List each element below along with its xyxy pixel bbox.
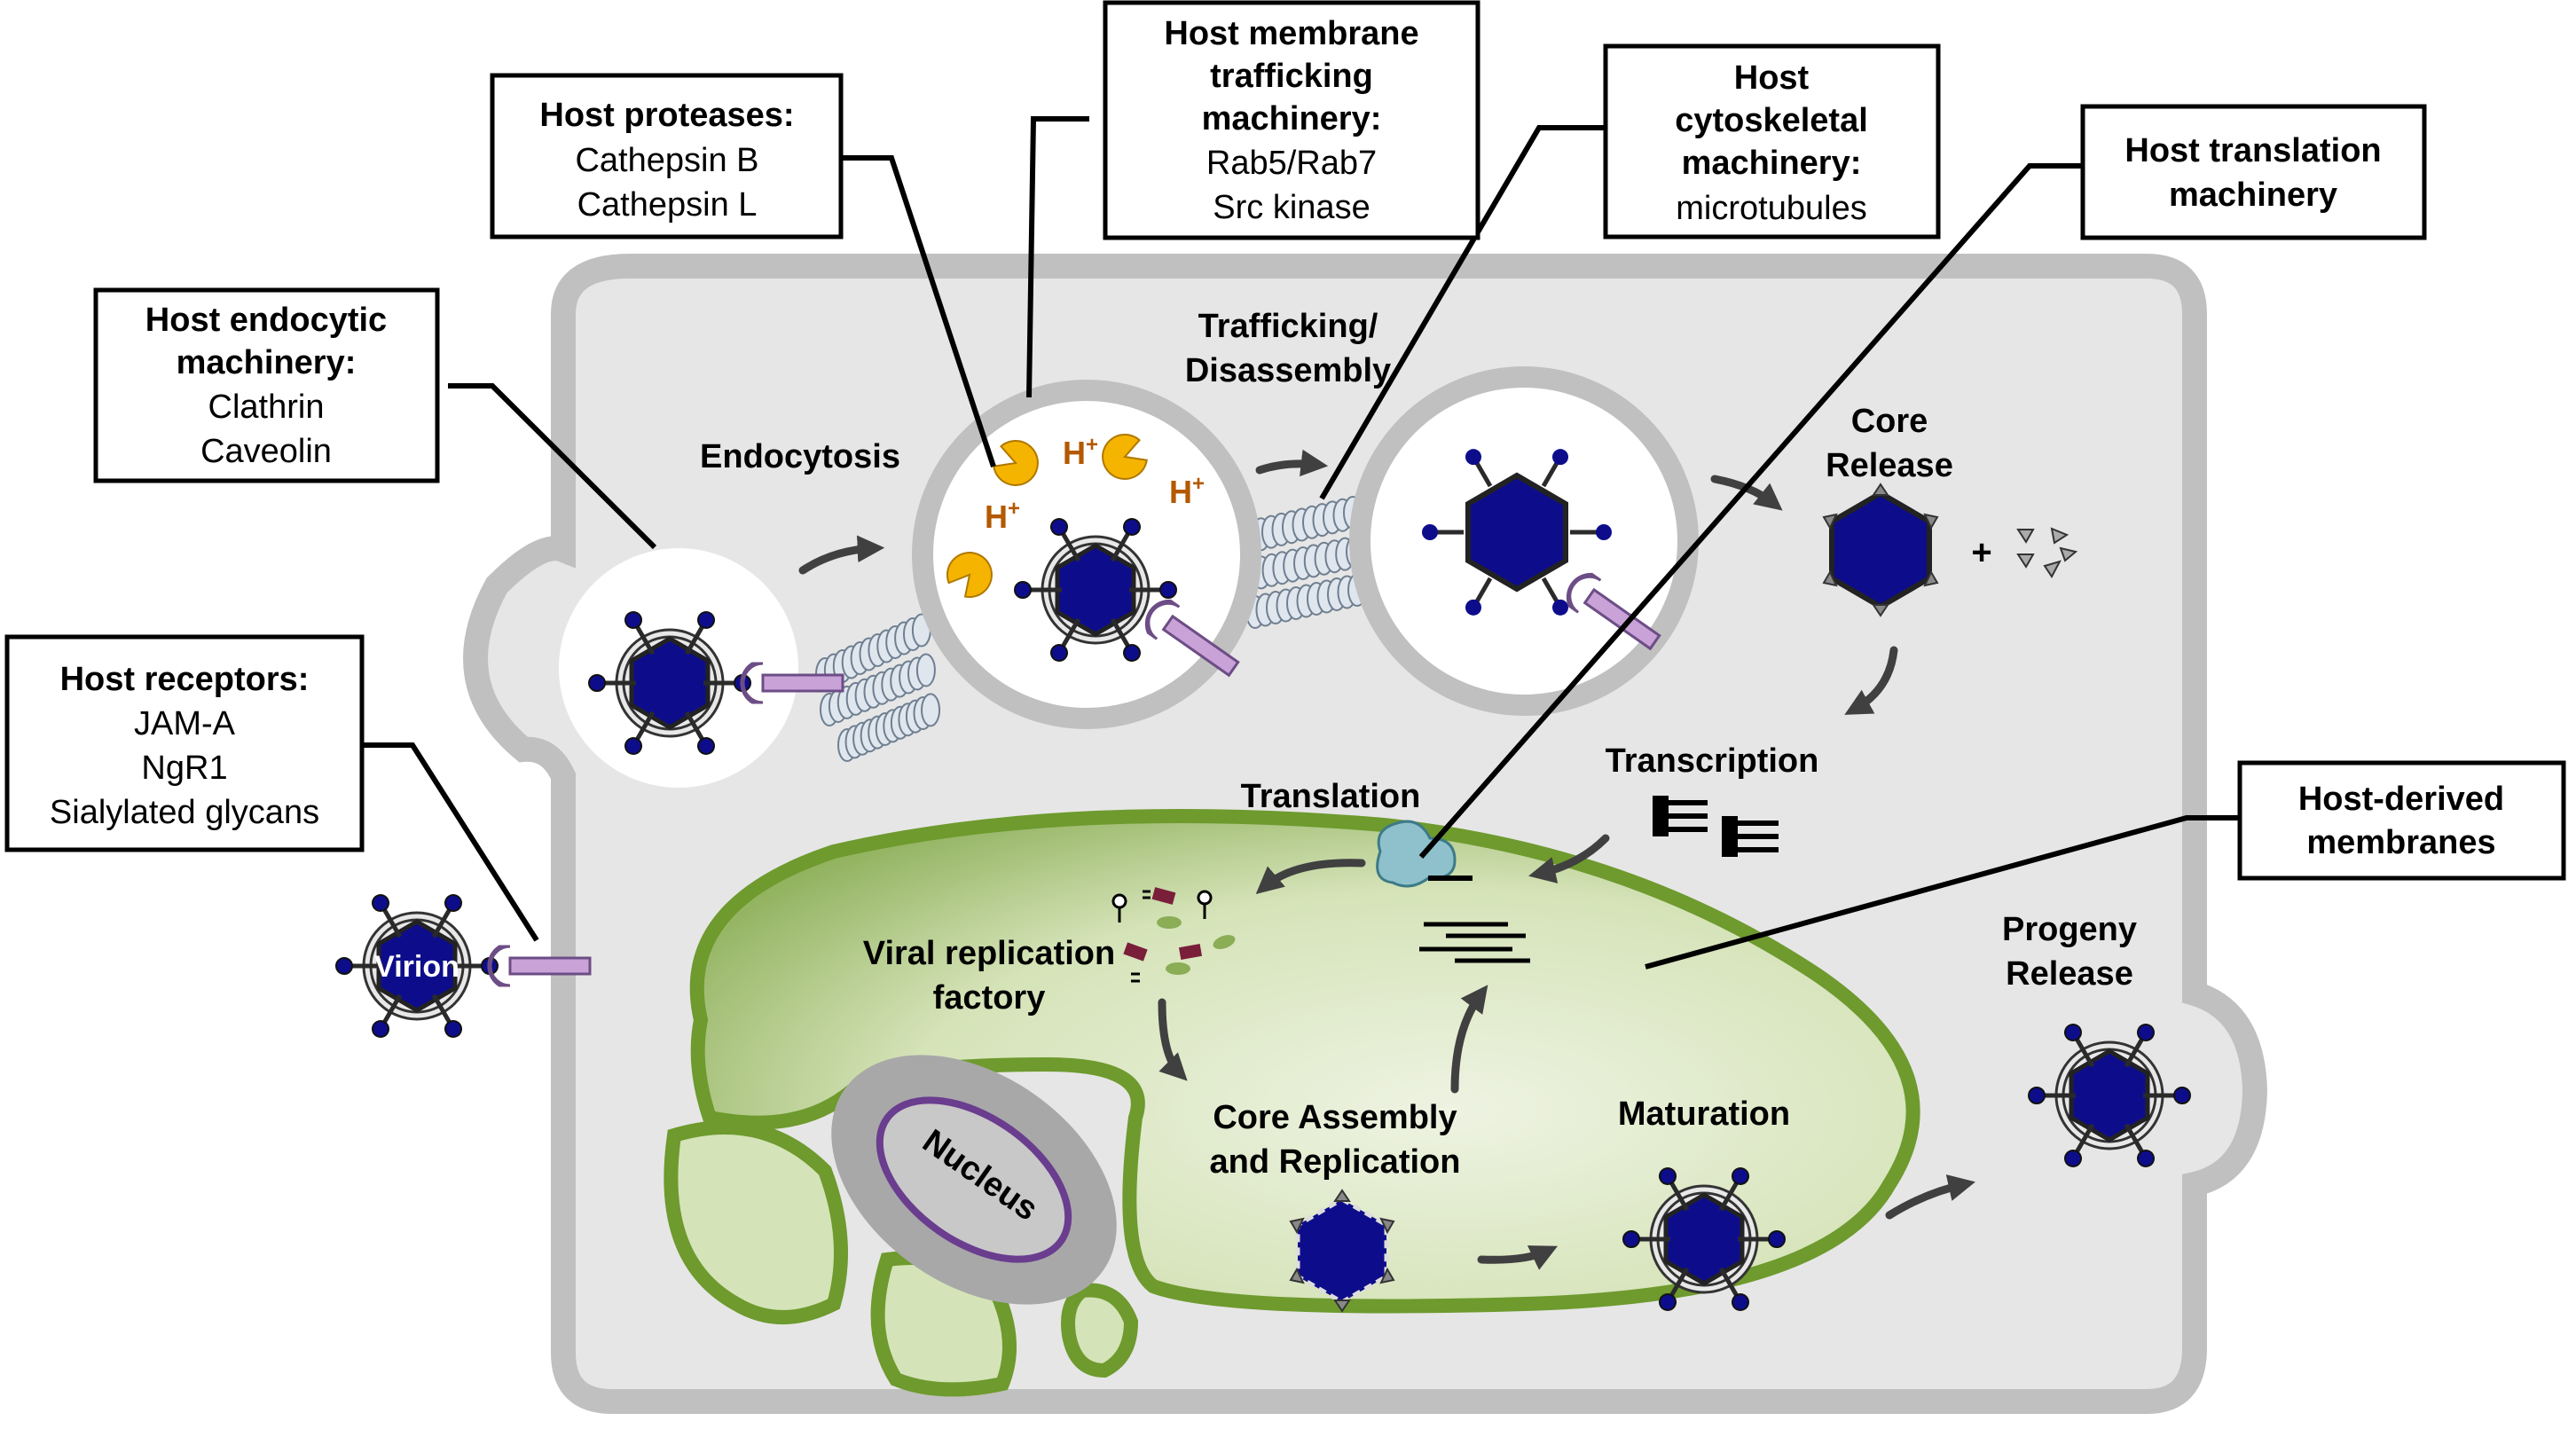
mrna-transcripts	[1653, 796, 1779, 857]
label-translation: Translation	[1241, 778, 1421, 815]
callout-host-endocytic: Host endocytic machinery: Clathrin Caveo…	[93, 287, 440, 483]
svg-text:Rab5/Rab7: Rab5/Rab7	[1206, 145, 1377, 182]
svg-text:Host proteases:: Host proteases:	[539, 97, 794, 134]
microtubule-segment	[921, 693, 941, 727]
callout-host-proteases: Host proteases: Cathepsin B Cathepsin L	[490, 73, 844, 239]
virion-label: Virion	[374, 950, 459, 984]
label-core-assembly-1: Core Assembly	[1213, 1099, 1457, 1136]
svg-text:trafficking: trafficking	[1210, 58, 1373, 95]
label-transcription: Transcription	[1606, 742, 1819, 780]
label-endocytosis: Endocytosis	[700, 438, 900, 475]
spike-head	[1465, 599, 1481, 616]
ribosome	[1376, 820, 1473, 888]
plus-sign: +	[1971, 533, 1991, 572]
nucleus	[831, 1055, 1117, 1305]
microtubule-segment	[915, 653, 936, 687]
er-membrane-1	[664, 1120, 848, 1324]
svg-text:Host-derived: Host-derived	[2298, 781, 2504, 818]
svg-text:Sialylated glycans: Sialylated glycans	[50, 794, 319, 831]
callout-host-derived-membranes: Host-derived membranes	[2237, 760, 2566, 881]
label-core-release-2: Release	[1826, 447, 1953, 484]
svg-text:Cathepsin L: Cathepsin L	[577, 186, 758, 224]
svg-text:machinery:: machinery:	[1682, 145, 1862, 182]
label-factory-2: factory	[933, 979, 1046, 1017]
label-trafficking-2: Disassembly	[1185, 352, 1391, 389]
svg-text:Host endocytic: Host endocytic	[145, 302, 387, 339]
label-factory-1: Viral replication	[863, 935, 1115, 972]
assembling-core	[1289, 1189, 1395, 1313]
svg-text:machinery: machinery	[2169, 177, 2337, 214]
flow-arrows	[798, 449, 1975, 1270]
spike-head	[1552, 449, 1568, 466]
proton-label: H+	[1063, 433, 1098, 471]
label-progeny-1: Progeny	[2002, 911, 2137, 948]
spike-head	[1465, 449, 1481, 466]
released-outer-proteins	[2016, 527, 2078, 578]
dsrna-glyph	[1419, 922, 1530, 963]
svg-text:cytoskeletal: cytoskeletal	[1675, 102, 1868, 139]
protein-products	[1111, 887, 1236, 983]
callout-host-membrane-trafficking: Host membrane trafficking machinery: Rab…	[1103, 0, 1480, 240]
svg-text:Host translation: Host translation	[2124, 132, 2381, 169]
step-labels: Endocytosis Trafficking/ Disassembly Cor…	[700, 308, 2137, 1181]
leader-lines	[362, 116, 2240, 970]
spike-head	[1422, 524, 1438, 540]
svg-text:JAM-A: JAM-A	[134, 705, 236, 742]
svg-text:Src kinase: Src kinase	[1213, 189, 1370, 226]
disassembling-virus	[1422, 449, 1612, 616]
svg-text:Host membrane: Host membrane	[1164, 15, 1418, 52]
svg-text:machinery:: machinery:	[177, 344, 357, 381]
er-membrane-3	[1061, 1283, 1139, 1378]
label-trafficking-1: Trafficking/	[1198, 308, 1378, 345]
label-maturation: Maturation	[1618, 1095, 1790, 1133]
callout-host-translation: Host translation machinery	[2080, 104, 2427, 240]
svg-text:Host: Host	[1734, 59, 1810, 97]
svg-text:membranes: membranes	[2306, 824, 2495, 861]
svg-text:Host receptors:: Host receptors:	[60, 661, 310, 698]
svg-text:Clathrin: Clathrin	[208, 389, 325, 426]
svg-text:machinery:: machinery:	[1202, 100, 1382, 137]
spike-head	[1552, 599, 1568, 616]
svg-text:Cathepsin B: Cathepsin B	[575, 142, 758, 179]
svg-text:NgR1: NgR1	[141, 750, 227, 787]
spike-head	[1596, 524, 1612, 540]
label-core-release-1: Core	[1851, 403, 1928, 440]
label-progeny-2: Release	[2006, 955, 2133, 993]
callout-host-cytoskeletal: Host cytoskeletal machinery: microtubule…	[1603, 43, 1941, 239]
svg-text:Caveolin: Caveolin	[200, 433, 332, 470]
callout-host-receptors: Host receptors: JAM-A NgR1 Sialylated gl…	[4, 634, 365, 852]
label-core-assembly-2: and Replication	[1210, 1143, 1461, 1181]
svg-text:microtubules: microtubules	[1676, 190, 1866, 227]
